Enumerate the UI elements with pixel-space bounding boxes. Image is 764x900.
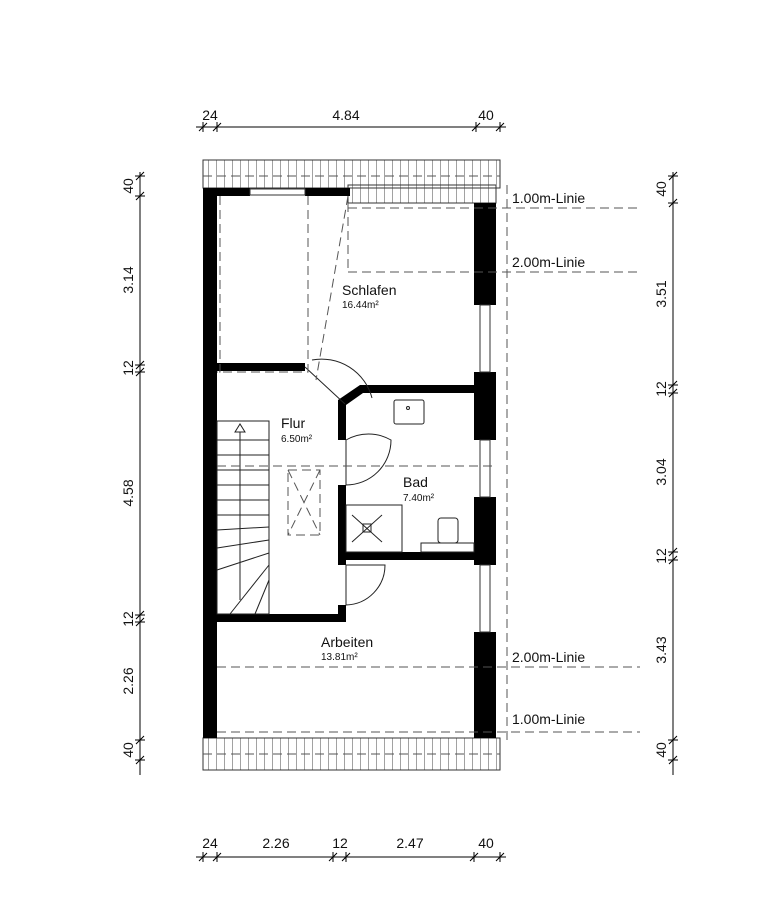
roof-bottom [202,737,501,771]
dimension-label: 24 [202,835,218,851]
dimension-label: 12 [120,360,136,376]
dimension-label: 2.47 [396,835,423,851]
height-line-label: 2.00m-Linie [512,649,585,665]
dimension-label: 24 [202,107,218,123]
bath-fixtures [345,399,475,553]
dimension-label: 2.26 [262,835,289,851]
dimension-label: 40 [478,107,494,123]
dimension-label: 40 [120,178,136,194]
roof-top [202,159,501,204]
window-top [249,188,306,196]
room-area-bad: 7.40m² [403,493,435,504]
dimension-label: 40 [653,742,669,758]
left-dimensions: 40 3.14 12 4.58 12 2.26 40 [120,178,136,758]
room-name-bad: Bad [403,474,428,490]
walls [203,188,496,738]
dimension-label: 3.43 [653,636,669,663]
window-right-1 [479,304,491,373]
dimension-label: 12 [653,548,669,564]
room-area-schlafen: 16.44m² [342,300,379,311]
dimension-lines [135,122,678,862]
toilet-icon [437,517,459,544]
room-area-flur: 6.50m² [281,434,313,445]
dimension-label: 2.26 [120,667,136,694]
shower-icon [345,504,403,553]
sink-icon [393,399,425,425]
dimension-label: 12 [332,835,348,851]
room-area-arbeiten: 13.81m² [321,652,358,663]
room-name-arbeiten: Arbeiten [321,634,373,650]
dimension-label: 3.14 [120,266,136,293]
dimension-label: 3.04 [653,458,669,485]
room-name-schlafen: Schlafen [342,282,396,298]
window-right-2 [479,439,491,498]
window-right-3 [479,564,491,633]
dimension-label: 3.51 [653,280,669,307]
height-line-label: 1.00m-Linie [512,190,585,206]
dimension-label: 4.84 [332,107,359,123]
dimension-label: 4.58 [120,479,136,506]
stairs [216,420,270,615]
attic-hatch [287,469,321,536]
dimension-label: 40 [653,181,669,197]
height-lines [217,185,640,740]
dimension-label: 40 [120,742,136,758]
right-dimensions: 40 3.51 12 3.04 12 3.43 40 [653,181,669,758]
dimension-label: 12 [120,611,136,627]
height-line-label: 1.00m-Linie [512,711,585,727]
dimension-label: 40 [478,835,494,851]
height-line-label: 2.00m-Linie [512,254,585,270]
doors [304,358,392,606]
dimension-label: 12 [653,381,669,397]
room-name-flur: Flur [281,415,305,431]
